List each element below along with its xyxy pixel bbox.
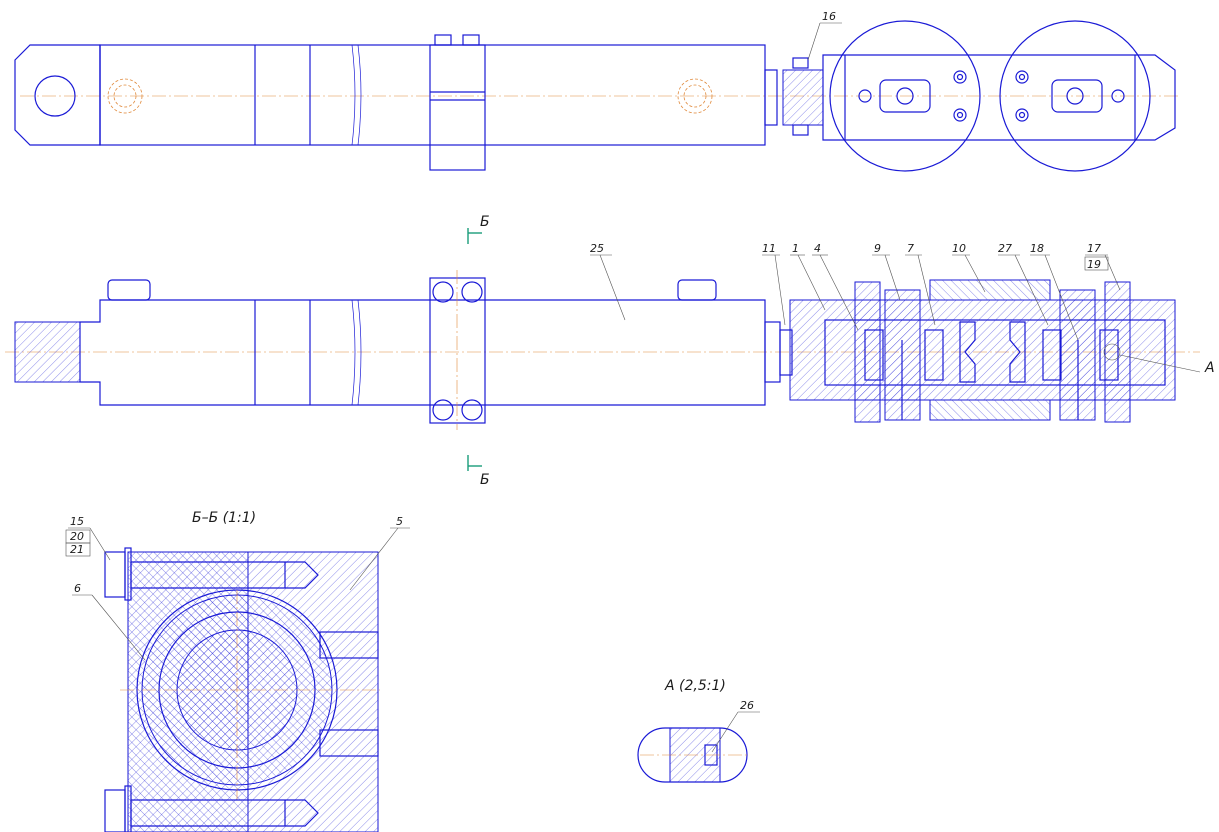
callout-16: 16 xyxy=(822,10,836,23)
callout-10: 10 xyxy=(952,242,966,255)
callout-25: 25 xyxy=(590,242,604,255)
section-mark-top: Б xyxy=(480,214,490,230)
callout-17: 17 xyxy=(1087,242,1101,255)
callout-7: 7 xyxy=(907,242,914,255)
section-title: Б–Б (1:1) xyxy=(192,510,256,526)
section-mark-bottom: Б xyxy=(480,472,490,488)
callout-20: 20 xyxy=(70,530,84,543)
callout-15: 15 xyxy=(70,515,84,528)
detail-title: А (2,5:1) xyxy=(664,678,726,694)
callout-21: 21 xyxy=(70,543,84,556)
callout-19: 19 xyxy=(1087,258,1101,271)
detail-marker-a: А xyxy=(1204,360,1215,376)
callout-26: 26 xyxy=(740,699,754,712)
callout-18: 18 xyxy=(1030,242,1044,255)
callout-5: 5 xyxy=(396,515,403,528)
callout-1: 1 xyxy=(792,242,799,255)
section-b-b-view: Б–Б (1:1) 15 20 21 6 5 xyxy=(65,510,410,832)
callout-4: 4 xyxy=(814,242,821,255)
callout-6: 6 xyxy=(74,582,81,595)
middle-view: 25 11 1 4 9 7 10 27 18 17 19 А xyxy=(5,214,1215,488)
detail-a-view: А (2,5:1) 26 xyxy=(637,678,760,783)
callout-11: 11 xyxy=(762,242,776,255)
top-view: 16 xyxy=(14,10,1180,172)
callout-27: 27 xyxy=(998,242,1012,255)
callout-9: 9 xyxy=(874,242,881,255)
